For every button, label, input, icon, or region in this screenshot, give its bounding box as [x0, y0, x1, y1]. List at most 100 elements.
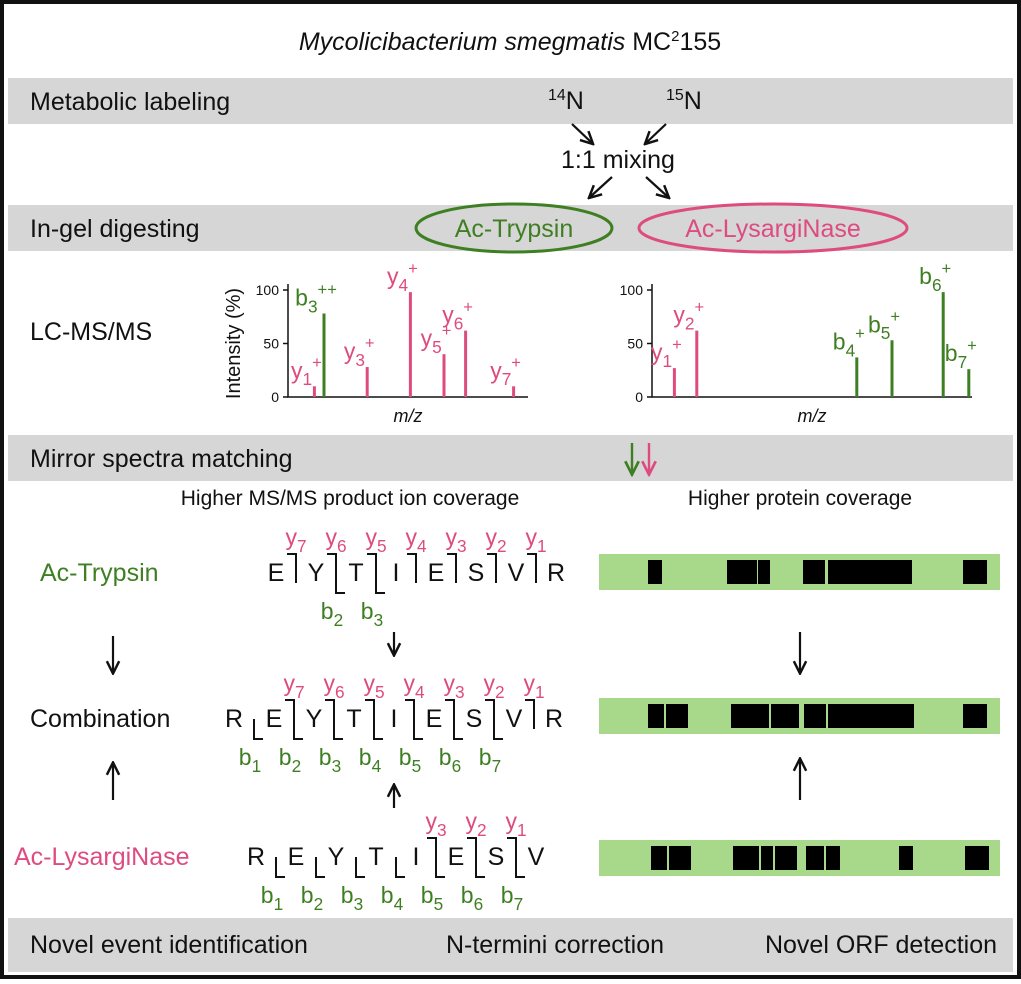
y-ion-label: y2 [483, 670, 504, 702]
b-ion-label: b2 [301, 882, 323, 914]
b-ion-label: b3 [341, 882, 363, 914]
coverage-block [758, 560, 770, 584]
y-cleavage [427, 837, 437, 867]
coverage-block [965, 846, 989, 870]
y-cleavage [367, 553, 377, 583]
lysarginase-digest-label: Ac-LysargiNase [685, 215, 861, 243]
residue: V [528, 843, 545, 871]
coverage-block [669, 846, 691, 870]
y-tick-label: 100 [620, 282, 644, 298]
b-ion-label: b4 [359, 744, 382, 776]
b-cleavage [395, 857, 405, 878]
residue: E [288, 843, 305, 871]
coverage-block [828, 560, 912, 584]
y-ion-label: y7 [285, 524, 306, 556]
y-cleavage [527, 553, 537, 583]
residue: I [391, 705, 398, 733]
peak-label: y1+ [651, 335, 682, 371]
residue: Y [308, 559, 325, 587]
residue: R [547, 559, 565, 587]
b-ion-label: b3 [361, 598, 383, 630]
b-ion-label: b2 [279, 744, 301, 776]
residue: E [428, 559, 445, 587]
band-footer [8, 918, 1013, 972]
y-ion-label: y5 [365, 524, 386, 556]
residue: R [225, 705, 243, 733]
b-ion-label: b7 [479, 744, 501, 776]
peak-label: b4+ [833, 324, 865, 360]
section-label-mirror: Mirror spectra matching [30, 445, 293, 473]
y-cleavage [325, 699, 335, 729]
y-ion-label: y3 [443, 670, 464, 702]
residue: S [488, 843, 505, 871]
arrow-14n-mix [571, 123, 592, 143]
residue: I [413, 843, 420, 871]
residue: T [348, 559, 363, 587]
coverage-block [828, 704, 914, 728]
b-cleavage [335, 573, 345, 594]
y-cleavage [285, 699, 295, 729]
row-label-combination: Combination [30, 705, 170, 733]
x-axis-label: m/z [394, 406, 423, 426]
y-tick-label: 50 [627, 336, 643, 352]
figure-title: Mycolicibacterium smegmatis MC2155 [299, 28, 721, 56]
coverage-bar-combination [599, 698, 1000, 734]
residue: V [506, 705, 523, 733]
y-cleavage [365, 699, 375, 729]
y-ion-label: y3 [445, 524, 466, 556]
peak-label: b3++ [295, 280, 337, 316]
b-ion-label: b7 [501, 882, 523, 914]
coverage-block [826, 846, 840, 870]
b-ion-label: b6 [439, 744, 461, 776]
residue: T [346, 705, 361, 733]
peak-label: b6+ [919, 259, 951, 295]
y-cleavage [327, 553, 337, 583]
y-ion-label: y4 [403, 670, 425, 702]
b-cleavage [355, 857, 365, 878]
b-ion-label: b5 [399, 744, 421, 776]
y-tick-label: 0 [635, 389, 643, 405]
coverage-bar-bg [599, 698, 1000, 734]
coverage-block [899, 846, 913, 870]
section-label-labeling: Metabolic labeling [30, 88, 230, 116]
arrow-mix-trypsin [590, 176, 613, 197]
residue: E [268, 559, 285, 587]
coverage-block [803, 560, 825, 584]
y-tick-label: 0 [271, 389, 279, 405]
y-ion-label: y5 [363, 670, 384, 702]
b-ion-label: b6 [461, 882, 483, 914]
residue: R [247, 843, 265, 871]
y-cleavage [485, 699, 495, 729]
trypsin-ellipse [414, 202, 614, 254]
y-cleavage [445, 699, 455, 729]
footer-novel-orf: Novel ORF detection [765, 931, 997, 959]
residue: E [266, 705, 283, 733]
peak-label: y7+ [490, 353, 521, 389]
residue: S [466, 705, 483, 733]
coverage-block [731, 704, 769, 728]
footer-novel-event: Novel event identification [30, 931, 308, 959]
coverage-block [761, 846, 773, 870]
isotope-15n: 15N [666, 87, 702, 115]
y-cleavage [507, 837, 517, 867]
coverage-bar-bg [599, 554, 1000, 590]
row-label-lysarginase: Ac-LysargiNase [14, 843, 190, 871]
b-cleavage [253, 719, 263, 740]
y-ion-label: y1 [505, 808, 526, 840]
coverage-block [771, 704, 799, 728]
residue: Y [328, 843, 345, 871]
y-ion-label: y1 [523, 670, 544, 702]
strain-prefix: MC [632, 28, 671, 56]
b-cleavage [315, 857, 325, 878]
coverage-block [963, 560, 987, 584]
y-tick-label: 100 [256, 282, 280, 298]
coverage-block [804, 704, 826, 728]
peak-label: y3+ [344, 334, 375, 370]
y-ion-label: y3 [425, 808, 446, 840]
y-cleavage [407, 553, 417, 583]
coverage-block [651, 846, 667, 870]
